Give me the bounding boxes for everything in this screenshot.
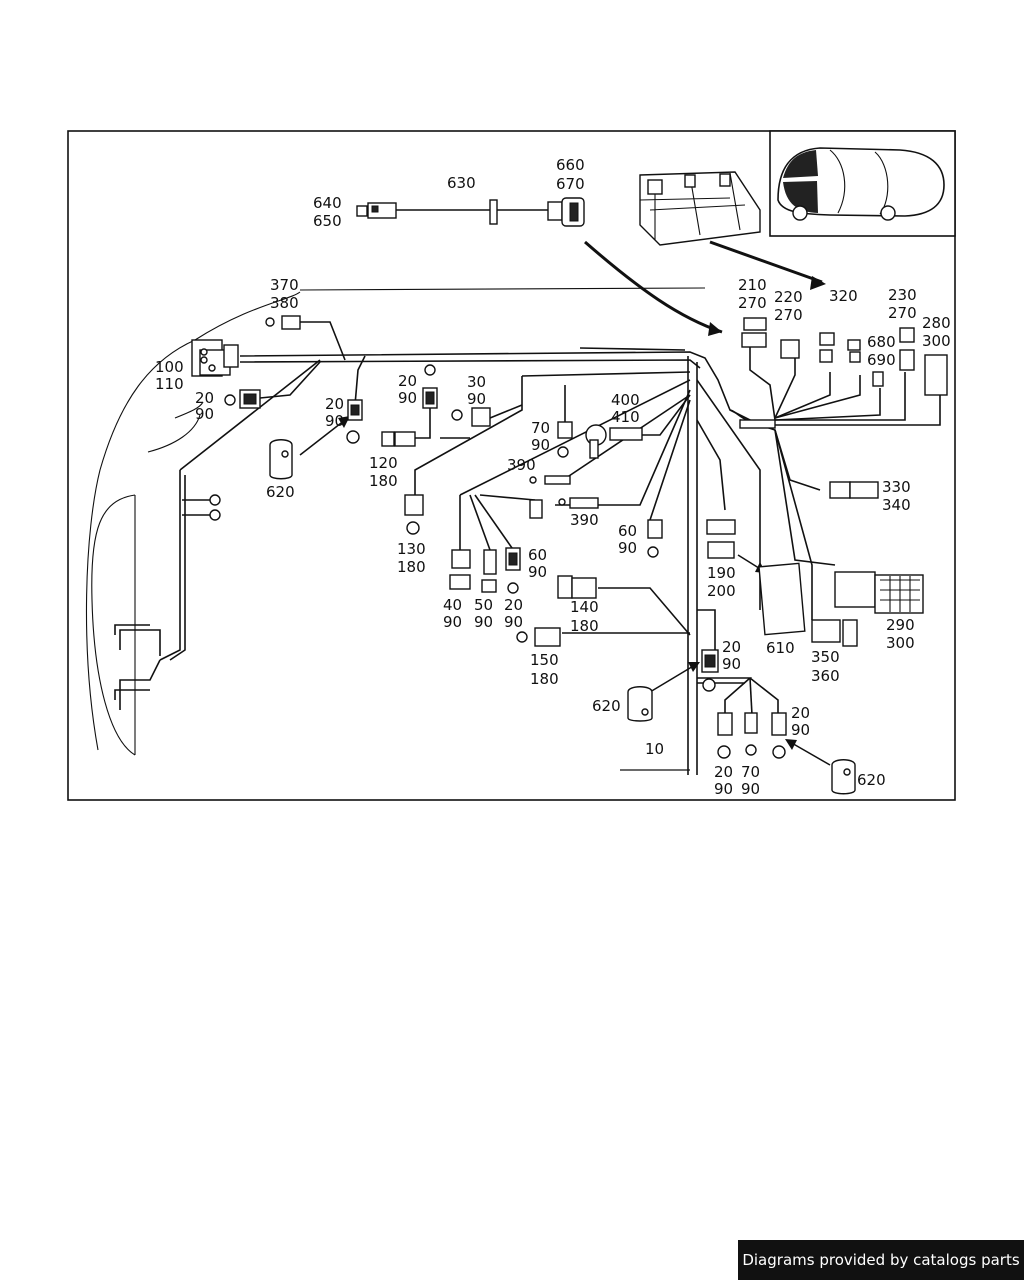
control-module-top [639,171,761,246]
diagram-frame [67,130,956,801]
footer-credit: Diagrams provided by catalogs parts [738,1240,1024,1280]
label-610: 610 [766,639,795,657]
label-390-a: 390 [507,456,536,474]
body-contour [85,287,706,756]
harness-trunks [159,345,941,775]
label-630: 630 [447,174,476,192]
vehicle-inset [769,130,956,237]
label-10: 10 [645,740,664,758]
label-620-a: 620 [266,483,295,501]
connectors-misc [224,315,948,759]
connector-100-110 [191,339,239,377]
relay-620-c [831,759,856,795]
left-wires [114,321,691,710]
label-620-c: 620 [857,771,886,789]
label-390-b: 390 [570,511,599,529]
relay-620-b [627,686,653,722]
cable-630 [356,197,585,227]
label-320: 320 [829,287,858,305]
label-620-b: 620 [592,697,621,715]
relay-620-a [269,439,293,480]
lower-branches [697,677,779,716]
sensor-bulbs [209,494,221,521]
